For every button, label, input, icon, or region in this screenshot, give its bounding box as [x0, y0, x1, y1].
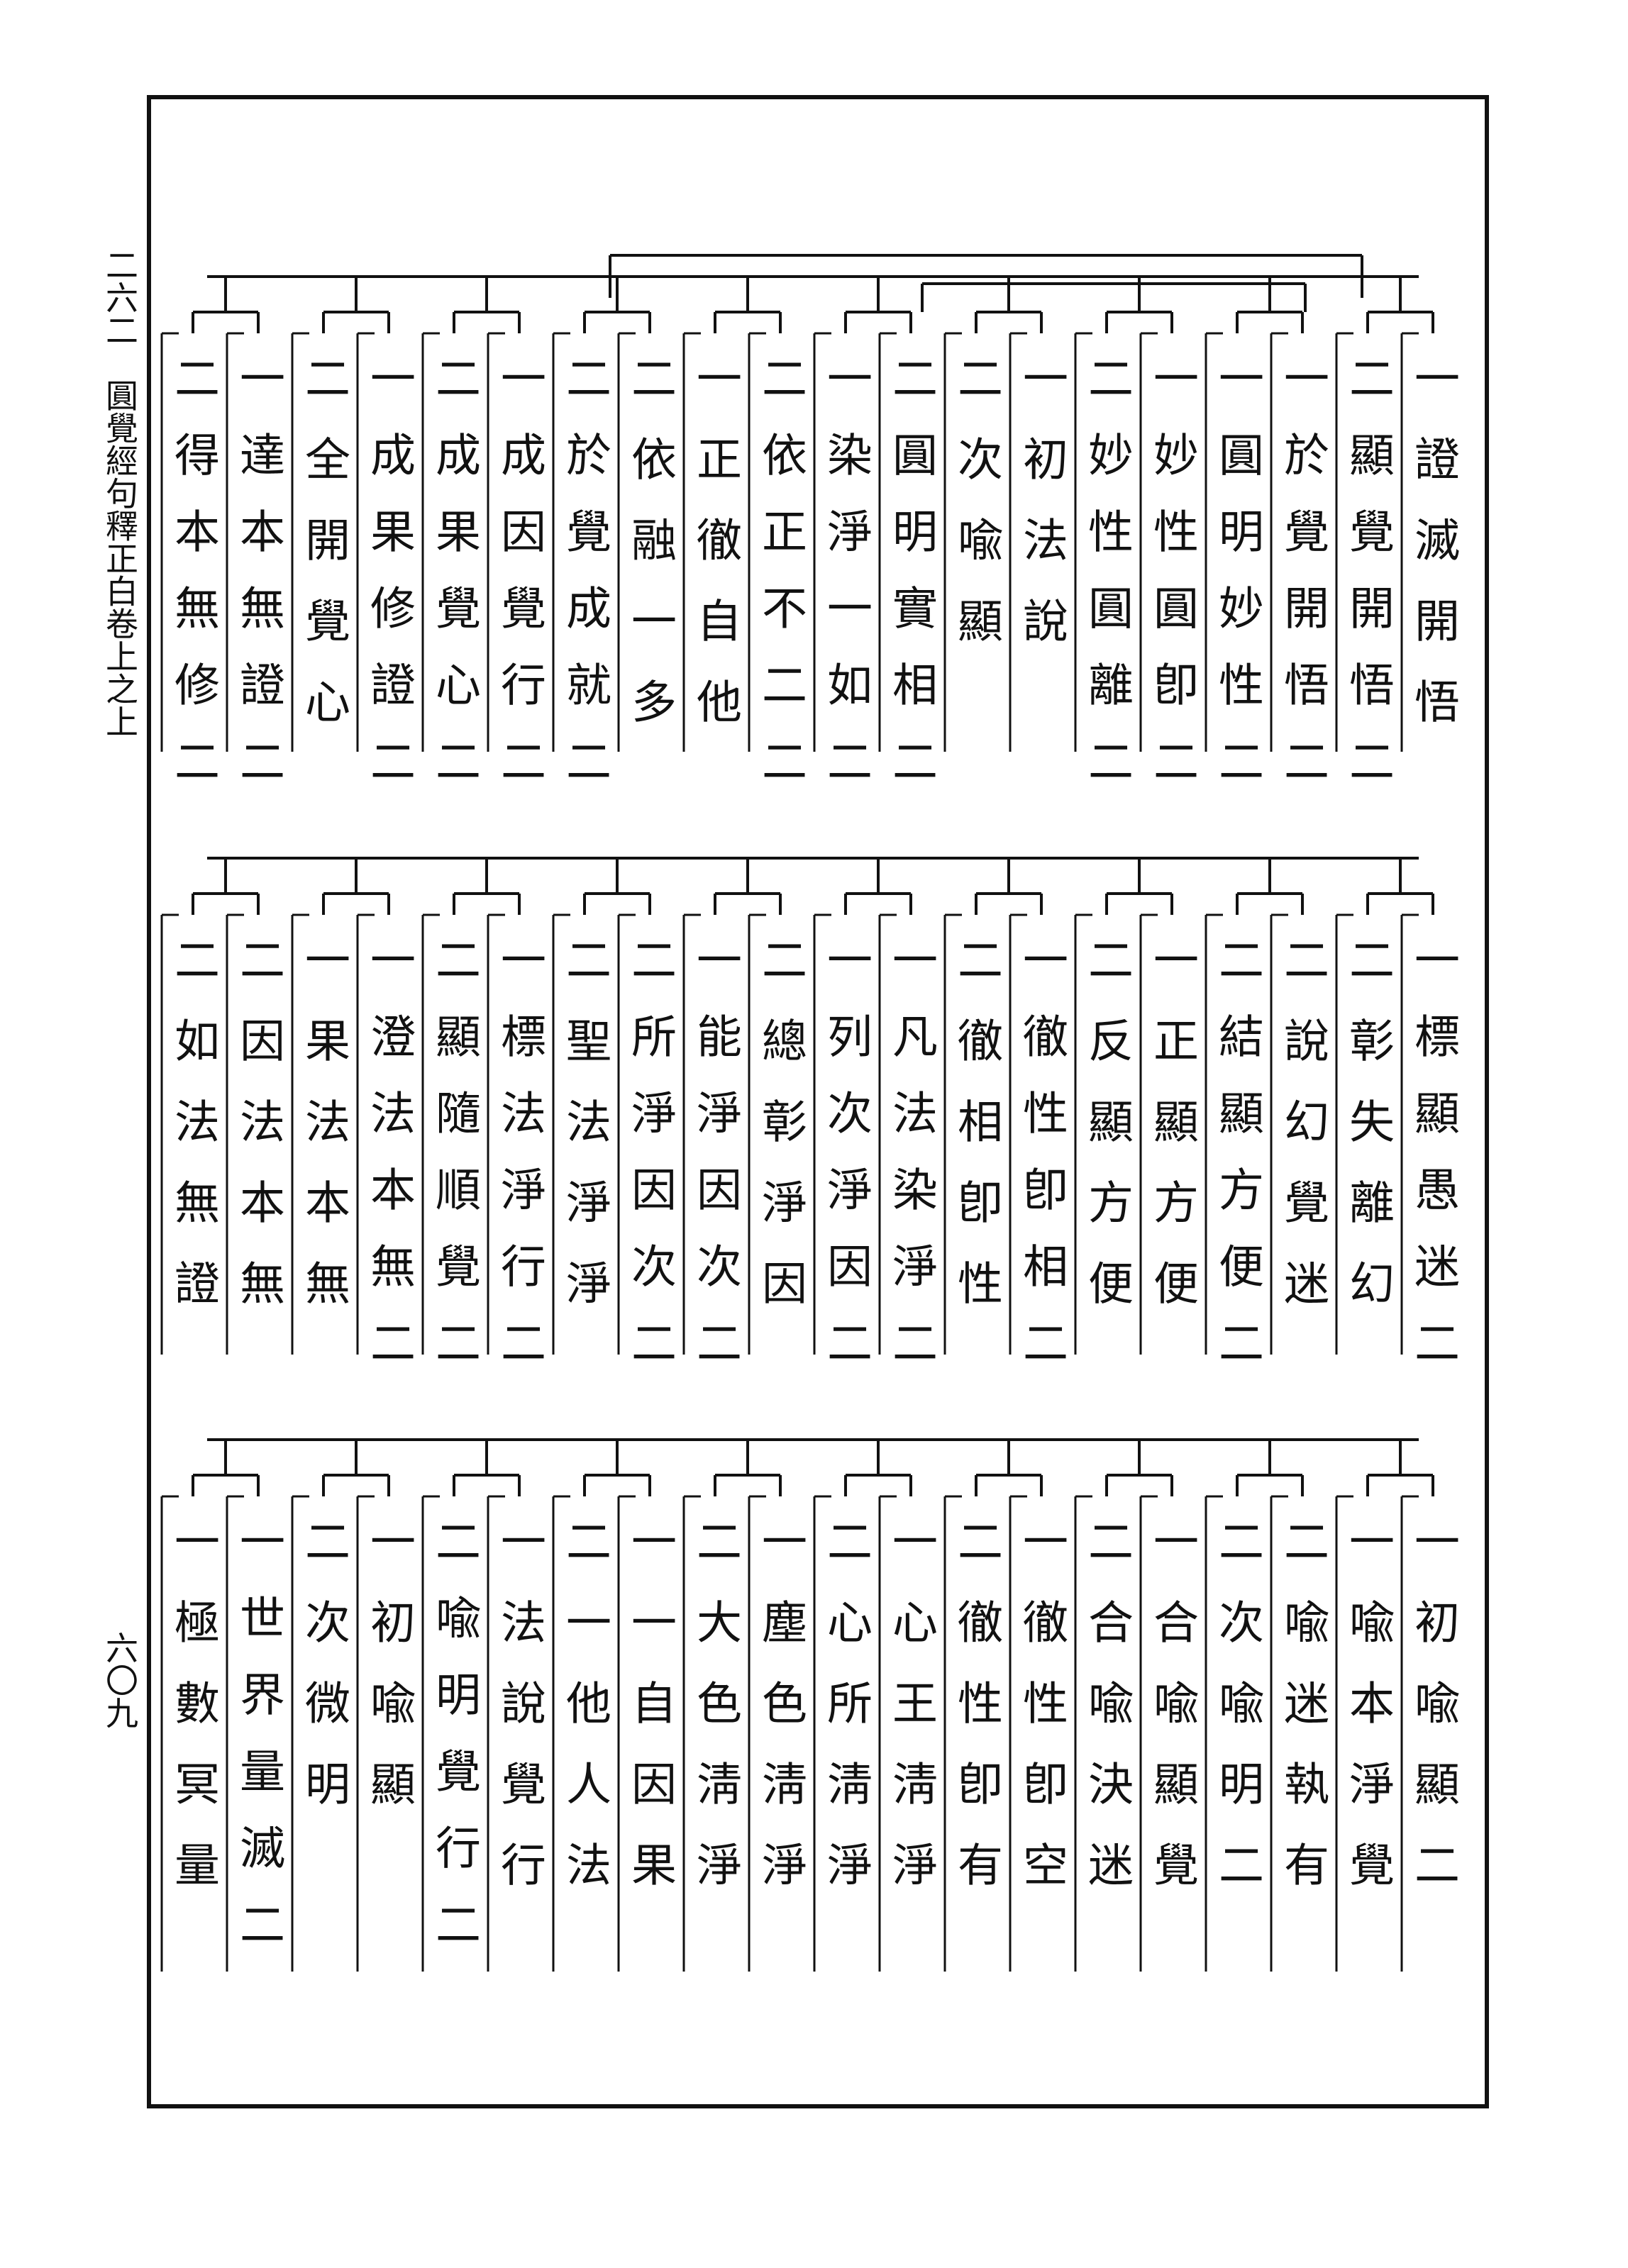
outline-entry: 一標法淨行二 [493, 936, 546, 1396]
outline-entry: 一澄法本無二 [362, 936, 415, 1396]
outline-entry: 一初喩顯二 [1407, 1518, 1459, 1922]
outline-entry: 一塵色淸淨 [754, 1518, 807, 1922]
outline-entry: 一達本無證二 [232, 355, 284, 814]
outline-entry: 一圓明妙性二 [1211, 355, 1263, 814]
outline-entry: 二心所淸淨 [819, 1518, 872, 1922]
outline-entry: 一染淨一如二 [819, 355, 872, 814]
outline-entry: 一徹性卽相二 [1015, 936, 1068, 1396]
outline-entry: 一標顯愚迷二 [1407, 936, 1459, 1396]
outline-entry: 一正徹自他 [689, 355, 741, 759]
outline-entry: 二喩迷執有 [1276, 1518, 1329, 1922]
outline-entry: 二依正不二二 [754, 355, 807, 814]
outline-entry: 二一他人法 [558, 1518, 611, 1922]
outline-entry: 二次微明 [297, 1518, 350, 1841]
outline-entry: 一果法本無 [297, 936, 350, 1340]
outline-entry: 二因法本無 [232, 936, 284, 1340]
outline-entry: 一極數冥量 [167, 1518, 219, 1922]
outline-entry: 一徹性卽空 [1015, 1518, 1068, 1922]
outline-entry: 一合喩顯覺 [1146, 1518, 1198, 1922]
outline-entry: 二大色淸淨 [689, 1518, 741, 1922]
outline-entry: 二於覺成就二 [558, 355, 611, 814]
outline-entry: 二圓明實相二 [885, 355, 937, 814]
outline-entry: 一證滅開悟 [1407, 355, 1459, 759]
outline-entry: 二所淨因次二 [624, 936, 676, 1396]
outline-entry: 二聖法淨淨 [558, 936, 611, 1340]
outline-entry: 一一自因果 [624, 1518, 676, 1922]
outline-entry: 一列次淨因二 [819, 936, 872, 1396]
outline-entry: 二次喩顯 [950, 355, 1002, 678]
outline-entry: 二彰失離幻 [1341, 936, 1394, 1340]
outline-entry: 二合喩決迷 [1080, 1518, 1133, 1922]
outline-entry: 二徹相卽性 [950, 936, 1002, 1340]
running-title: 二六二 圓覺經句釋正白卷上之上 [101, 248, 139, 738]
outline-entry: 一心王淸淨 [885, 1518, 937, 1922]
outline-entry: 一凡法染淨二 [885, 936, 937, 1396]
outline-entry: 一成因覺行二 [493, 355, 546, 814]
outline-entry: 一成果修證二 [362, 355, 415, 814]
outline-entry: 二反顯方便 [1080, 936, 1133, 1340]
page-number: 六〇九 [101, 1631, 139, 1729]
outline-entry: 二喩明覺行二 [428, 1518, 480, 1977]
outline-entry: 一初喩顯 [362, 1518, 415, 1841]
outline-entry: 一於覺開悟二 [1276, 355, 1329, 814]
outline-entry: 二全開覺心 [297, 355, 350, 759]
outline-entry: 一正顯方便 [1146, 936, 1198, 1340]
outline-entry: 二次喩明二 [1211, 1518, 1263, 1922]
page-frame [147, 95, 1489, 2108]
outline-entry: 二妙性圓離二 [1080, 355, 1133, 814]
outline-entry: 二得本無修二 [167, 355, 219, 814]
outline-entry: 二成果覺心二 [428, 355, 480, 814]
outline-entry: 二如法無證 [167, 936, 219, 1340]
outline-entry: 二徹性卽有 [950, 1518, 1002, 1922]
outline-entry: 一妙性圓卽二 [1146, 355, 1198, 814]
outline-entry: 二顯覺開悟二 [1341, 355, 1394, 814]
outline-entry: 一初法說 [1015, 355, 1068, 678]
outline-entry: 二依融一多 [624, 355, 676, 759]
outline-entry: 一能淨因次二 [689, 936, 741, 1396]
outline-entry: 二總彰淨因 [754, 936, 807, 1340]
outline-entry: 二說幻覺迷 [1276, 936, 1329, 1340]
outline-entry: 一世界量滅二 [232, 1518, 284, 1977]
outline-entry: 一喩本淨覺 [1341, 1518, 1394, 1922]
outline-entry: 二結顯方便二 [1211, 936, 1263, 1396]
outline-entry: 二顯隨順覺二 [428, 936, 480, 1396]
outline-entry: 一法說覺行 [493, 1518, 546, 1922]
